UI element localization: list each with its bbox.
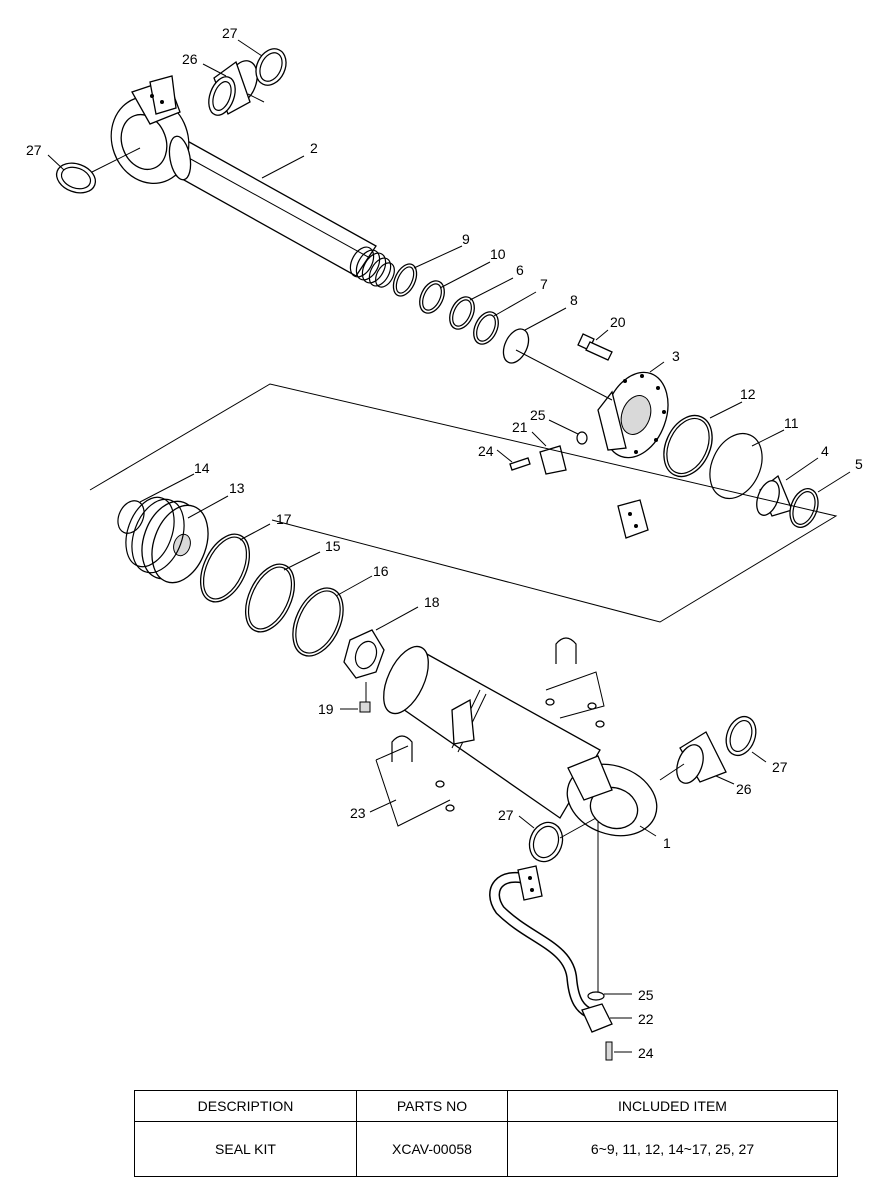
callout-22: 22 [638, 1011, 654, 1027]
callout-27-top-left: 27 [26, 142, 42, 158]
callout-6: 6 [516, 262, 524, 278]
callout-26-bottom: 26 [736, 781, 752, 797]
callout-12: 12 [740, 386, 756, 402]
pipe-assembly-21 [509, 431, 649, 539]
dust-ring-16 [292, 587, 344, 657]
o-ring-11 [709, 432, 763, 500]
callout-1: 1 [663, 835, 671, 851]
header-included-item: INCLUDED ITEM [507, 1090, 838, 1122]
callout-27-bottom-right: 27 [772, 759, 788, 775]
cell-included-item: 6~9, 11, 12, 14~17, 25, 27 [507, 1121, 838, 1177]
callout-18: 18 [424, 594, 440, 610]
cylinder-tube-1 [383, 645, 658, 837]
dust-seal-27-bottom-right [725, 715, 757, 757]
callout-24-top: 24 [478, 443, 494, 459]
seal-rings-rod [392, 263, 530, 364]
dust-seal-27-top-right [255, 48, 287, 86]
piston-seal-17 [199, 533, 251, 603]
callout-11: 11 [784, 415, 799, 431]
bushing-26-top [208, 60, 258, 116]
u-bolt-right [555, 637, 577, 664]
callout-20: 20 [610, 314, 626, 330]
callout-26-top: 26 [182, 51, 198, 67]
dust-seal-27-bottom-left [528, 821, 564, 863]
header-description: DESCRIPTION [134, 1090, 357, 1122]
callout-9: 9 [462, 231, 470, 247]
callout-27-bottom-left: 27 [498, 807, 514, 823]
dust-seal-27-top-left [55, 162, 97, 194]
callout-7: 7 [540, 276, 548, 292]
callout-21: 21 [512, 419, 528, 435]
snap-ring-5 [789, 488, 819, 528]
cell-parts-no: XCAV-00058 [356, 1121, 508, 1177]
rod-bushing-4 [756, 474, 793, 517]
leader-lines [47, 39, 851, 1053]
callout-16: 16 [373, 563, 389, 579]
callout-4: 4 [821, 443, 829, 459]
callout-25-top: 25 [530, 407, 546, 423]
callout-labels: 1 2 3 4 5 6 7 8 9 10 11 12 13 14 15 16 1… [26, 25, 863, 1061]
table-header-row: DESCRIPTION PARTS NO INCLUDED ITEM [134, 1090, 838, 1122]
callout-8: 8 [570, 292, 578, 308]
callout-3: 3 [672, 348, 680, 364]
lock-nut-18 [343, 629, 385, 679]
callout-24-bottom: 24 [638, 1045, 654, 1061]
piston-rod [110, 75, 395, 288]
callout-23: 23 [350, 805, 366, 821]
callout-5: 5 [855, 456, 863, 472]
callout-27-top-right: 27 [222, 25, 238, 41]
callout-25-bottom: 25 [638, 987, 654, 1003]
wear-ring-15 [244, 563, 296, 633]
callout-15: 15 [325, 538, 341, 554]
callout-2: 2 [310, 140, 318, 156]
cylinder-head-3 [597, 371, 669, 459]
bushing-26-bottom [676, 731, 727, 784]
set-screw-19 [359, 701, 371, 713]
pipe-assembly-22 [489, 865, 613, 1061]
callout-13: 13 [229, 480, 245, 496]
nuts-23 [435, 698, 605, 812]
seal-kit-table: DESCRIPTION PARTS NO INCLUDED ITEM SEAL … [134, 1090, 838, 1177]
u-bolt-left [391, 735, 413, 762]
o-ring-14 [117, 500, 145, 534]
backup-ring-12 [663, 414, 713, 478]
callout-17: 17 [276, 511, 292, 527]
socket-bolt-20 [577, 333, 613, 361]
callout-10: 10 [490, 246, 506, 262]
piston-13 [125, 496, 209, 584]
callout-14: 14 [194, 460, 210, 476]
table-row: SEAL KIT XCAV-00058 6~9, 11, 12, 14~17, … [134, 1121, 838, 1177]
header-parts-no: PARTS NO [356, 1090, 508, 1122]
callout-19: 19 [318, 701, 334, 717]
cell-description: SEAL KIT [134, 1121, 357, 1177]
